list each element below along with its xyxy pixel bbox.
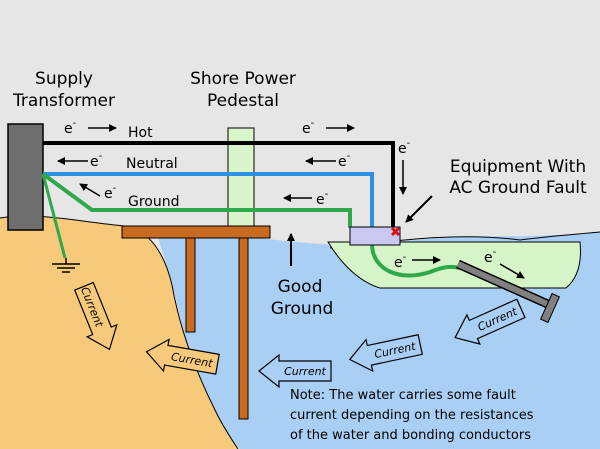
svg-text:e-: e- bbox=[104, 183, 117, 202]
svg-text:Current: Current bbox=[284, 365, 326, 378]
ground-wire bbox=[41, 172, 352, 228]
current-arrow-water-1: Current bbox=[258, 353, 332, 389]
svg-text:e-: e- bbox=[302, 118, 315, 137]
note-line2: current depending on the resistances bbox=[290, 408, 534, 423]
shoreline bbox=[0, 215, 239, 449]
ground-symbol bbox=[52, 258, 80, 273]
equipment-label-line1: Equipment With bbox=[450, 157, 586, 177]
current-arrow-water-2: Current bbox=[348, 334, 424, 373]
note-line3: of the water and bonding conductors bbox=[290, 428, 531, 443]
electron-neutral-2: e- bbox=[305, 151, 351, 170]
pier-deck bbox=[121, 225, 271, 239]
electron-boat-2: e- bbox=[484, 247, 525, 279]
good-ground-label-line2: Ground bbox=[271, 299, 334, 319]
electron-ground-2: e- bbox=[283, 189, 329, 208]
hot-wire bbox=[43, 141, 395, 228]
electron-boat-1: e- bbox=[394, 252, 441, 271]
pedestal-label-line2: Pedestal bbox=[207, 91, 279, 111]
pier-piling-left bbox=[185, 233, 196, 333]
land-area bbox=[0, 216, 238, 449]
good-ground-label-line1: Good bbox=[278, 277, 323, 297]
ground-rod-wire bbox=[41, 173, 67, 259]
pier-piling-right bbox=[238, 233, 249, 420]
svg-text:e-: e- bbox=[484, 247, 497, 266]
current-arrow-land-2: Current bbox=[145, 338, 220, 375]
equipment-box bbox=[349, 226, 401, 246]
neutral-label: Neutral bbox=[126, 156, 178, 172]
electron-hot-1: e- bbox=[64, 118, 117, 137]
supply-transformer bbox=[7, 123, 44, 231]
equipment-label-line2: AC Ground Fault bbox=[449, 178, 587, 198]
note-line1: Note: The water carries some fault bbox=[290, 388, 516, 403]
boat-ground-path bbox=[370, 243, 461, 278]
fault-mark bbox=[390, 226, 401, 237]
svg-text:e-: e- bbox=[316, 189, 329, 208]
neutral-wire bbox=[43, 172, 374, 228]
svg-text:e-: e- bbox=[394, 252, 407, 271]
propeller-shaft-fill bbox=[456, 261, 554, 309]
svg-text:e-: e- bbox=[64, 118, 77, 137]
propeller bbox=[539, 292, 561, 324]
pedestal-label-line1: Shore Power bbox=[190, 69, 296, 89]
electron-hot-down: e- bbox=[398, 138, 411, 195]
supply-label-line1: Supply bbox=[35, 69, 93, 89]
electron-neutral-1: e- bbox=[57, 151, 103, 170]
svg-text:e-: e- bbox=[90, 151, 103, 170]
ground-label: Ground bbox=[128, 194, 180, 210]
supply-label-line2: Transformer bbox=[12, 91, 115, 111]
svg-text:e-: e- bbox=[338, 151, 351, 170]
fault-pointer-arrow bbox=[405, 195, 433, 223]
hot-label: Hot bbox=[128, 125, 153, 141]
electron-hot-2: e- bbox=[302, 118, 355, 137]
electron-ground-1: e- bbox=[79, 183, 117, 202]
svg-text:e-: e- bbox=[398, 138, 411, 157]
